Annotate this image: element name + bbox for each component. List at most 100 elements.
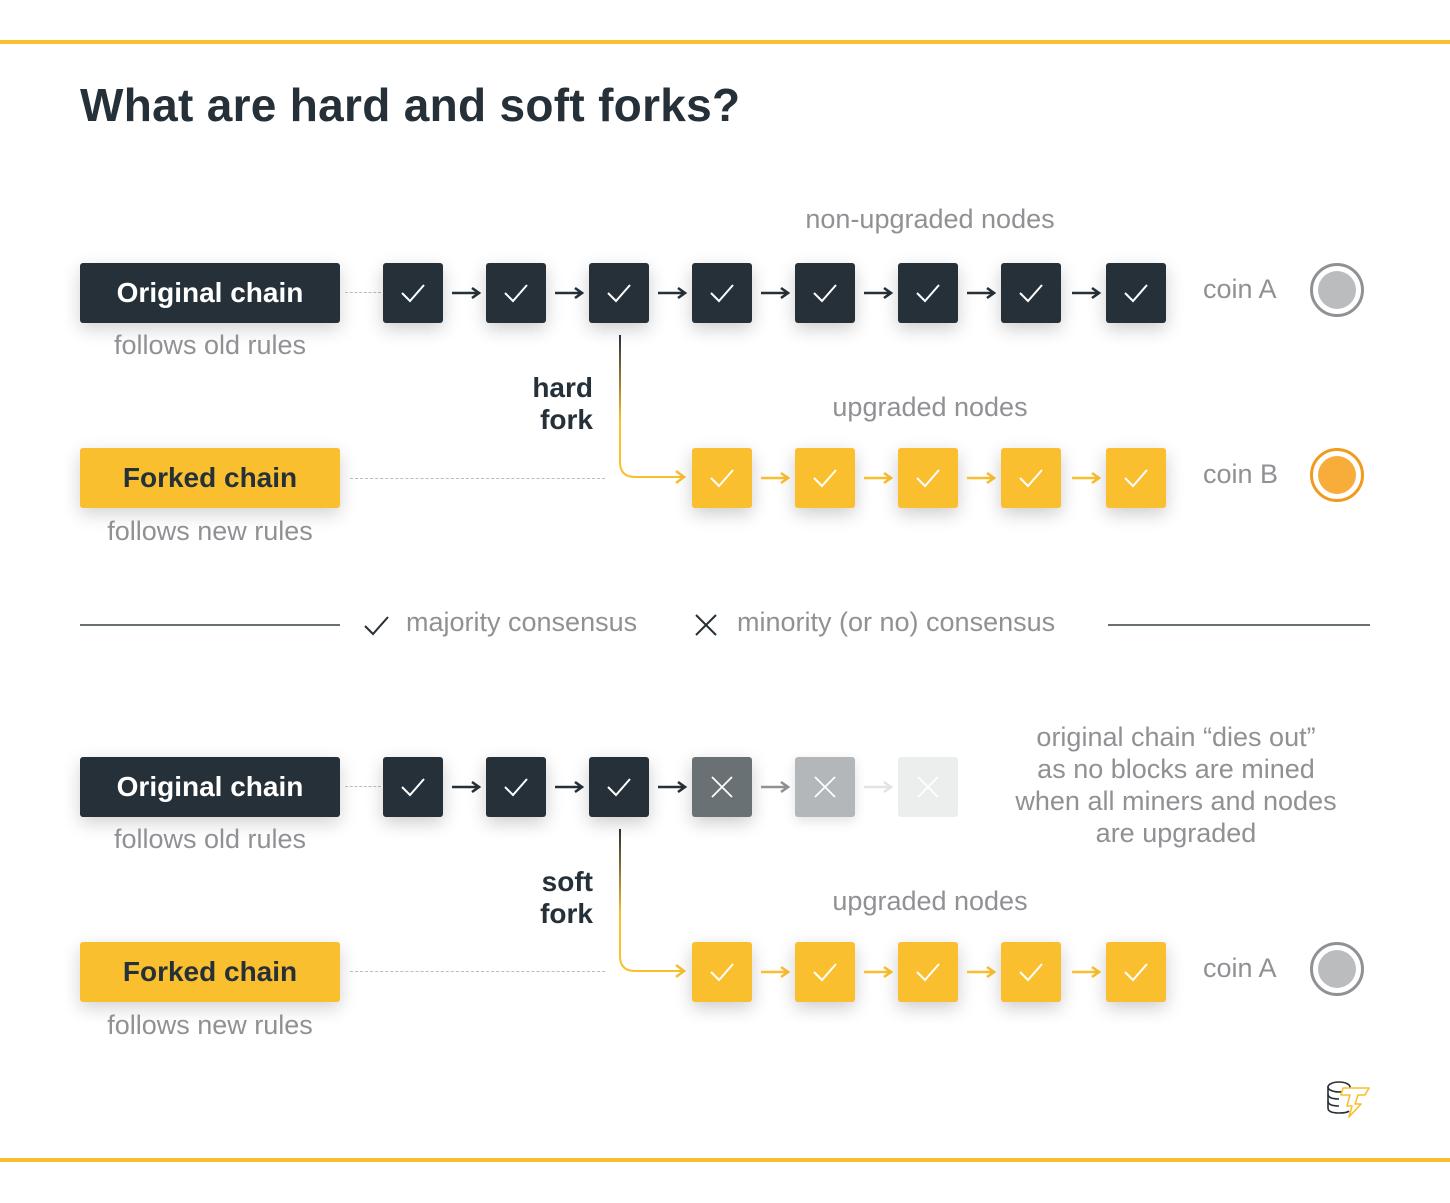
valid-block [1001, 263, 1061, 323]
rejected-block [795, 757, 855, 817]
legend-minority-label: minority (or no) consensus [737, 607, 1056, 637]
check-icon [710, 963, 734, 982]
check-icon [813, 963, 837, 982]
connector-dotted [350, 478, 605, 479]
bottom-accent-rule [0, 1158, 1450, 1162]
soft-fork-branch-line [619, 829, 687, 978]
arrow-right-icon [658, 780, 688, 794]
legend-divider-left [80, 624, 340, 626]
arrow-right-icon [555, 286, 585, 300]
arrow-right-icon [864, 471, 894, 485]
arrow-right-icon [967, 471, 997, 485]
hard-original-sublabel: follows old rules [113, 330, 307, 360]
coin-a-icon [1310, 942, 1364, 996]
note-line: when all miners and nodes [1015, 786, 1337, 816]
check-icon [401, 284, 425, 303]
soft-fork-label: soft fork [500, 866, 593, 930]
check-icon [401, 778, 425, 797]
valid-block [486, 757, 546, 817]
check-icon [1019, 284, 1043, 303]
arrow-right-icon [761, 471, 791, 485]
soft-forked-sublabel: follows new rules [107, 1010, 313, 1040]
connector-dotted [350, 971, 605, 972]
arrow-right-icon [452, 780, 482, 794]
valid-block [1106, 263, 1166, 323]
soft-original-sublabel: follows old rules [113, 824, 307, 854]
soft-upgraded-nodes-label: upgraded nodes [832, 886, 1028, 916]
connector-dotted [345, 786, 381, 787]
rejected-block [898, 757, 958, 817]
arrow-right-icon [761, 965, 791, 979]
arrow-right-icon [658, 286, 688, 300]
x-icon [917, 776, 939, 798]
soft-forked-chain-label: Forked chain [80, 942, 340, 1002]
dies-out-note: original chain “dies out” as no blocks a… [990, 721, 1362, 849]
arrow-right-icon [1072, 286, 1102, 300]
check-icon [916, 284, 940, 303]
arrow-right-icon [555, 780, 585, 794]
arrow-right-icon [452, 286, 482, 300]
valid-block [898, 263, 958, 323]
valid-block [692, 448, 752, 508]
check-icon [710, 469, 734, 488]
hard-forked-chain-label: Forked chain [80, 448, 340, 508]
valid-block [383, 757, 443, 817]
arrow-right-icon [761, 780, 791, 794]
non-upgraded-nodes-label: non-upgraded nodes [805, 204, 1055, 234]
check-icon [916, 469, 940, 488]
note-line: as no blocks are mined [1037, 754, 1315, 784]
soft-fork-label-line1: soft [541, 866, 593, 897]
hard-fork-label-line2: fork [540, 404, 593, 435]
note-line: are upgraded [1095, 818, 1257, 848]
arrow-right-icon [864, 965, 894, 979]
valid-block [898, 448, 958, 508]
check-icon [364, 616, 389, 636]
valid-block [1106, 942, 1166, 1002]
arrow-right-icon [864, 780, 894, 794]
arrow-right-icon [864, 286, 894, 300]
hard-original-chain-label: Original chain [80, 263, 340, 323]
connector-dotted [345, 292, 381, 293]
hard-fork-branch-line [619, 335, 687, 484]
valid-block [589, 757, 649, 817]
check-icon [504, 284, 528, 303]
x-icon [814, 776, 836, 798]
note-line: original chain “dies out” [1036, 722, 1316, 752]
check-icon [1019, 963, 1043, 982]
top-accent-rule [0, 40, 1450, 44]
check-icon [504, 778, 528, 797]
hard-upgraded-nodes-label: upgraded nodes [832, 392, 1028, 422]
valid-block [795, 263, 855, 323]
check-icon [813, 469, 837, 488]
valid-block [692, 263, 752, 323]
check-icon [916, 963, 940, 982]
x-icon [711, 776, 733, 798]
arrow-right-icon [1072, 965, 1102, 979]
arrow-right-icon [967, 286, 997, 300]
valid-block [1001, 448, 1061, 508]
valid-block [1106, 448, 1166, 508]
check-icon [1124, 284, 1148, 303]
page-title: What are hard and soft forks? [80, 79, 741, 131]
valid-block [589, 263, 649, 323]
check-icon [813, 284, 837, 303]
check-icon [607, 778, 631, 797]
valid-block [795, 448, 855, 508]
check-icon [1124, 469, 1148, 488]
hard-fork-label-line1: hard [532, 372, 593, 403]
hard-fork-label: hard fork [500, 372, 593, 436]
check-icon [1124, 963, 1148, 982]
legend-majority-label: majority consensus [406, 607, 638, 637]
arrow-right-icon [1072, 471, 1102, 485]
coin-b-icon [1310, 448, 1364, 502]
legend-divider-right [1108, 624, 1370, 626]
hard-forked-sublabel: follows new rules [107, 516, 313, 546]
check-icon [710, 284, 734, 303]
valid-block [486, 263, 546, 323]
arrow-right-icon [761, 286, 791, 300]
arrow-right-icon [967, 965, 997, 979]
soft-original-chain-label: Original chain [80, 757, 340, 817]
coin-a-icon [1310, 263, 1364, 317]
soft-fork-label-line2: fork [540, 898, 593, 929]
coin-stack-lightning-logo-icon [1327, 1081, 1370, 1118]
